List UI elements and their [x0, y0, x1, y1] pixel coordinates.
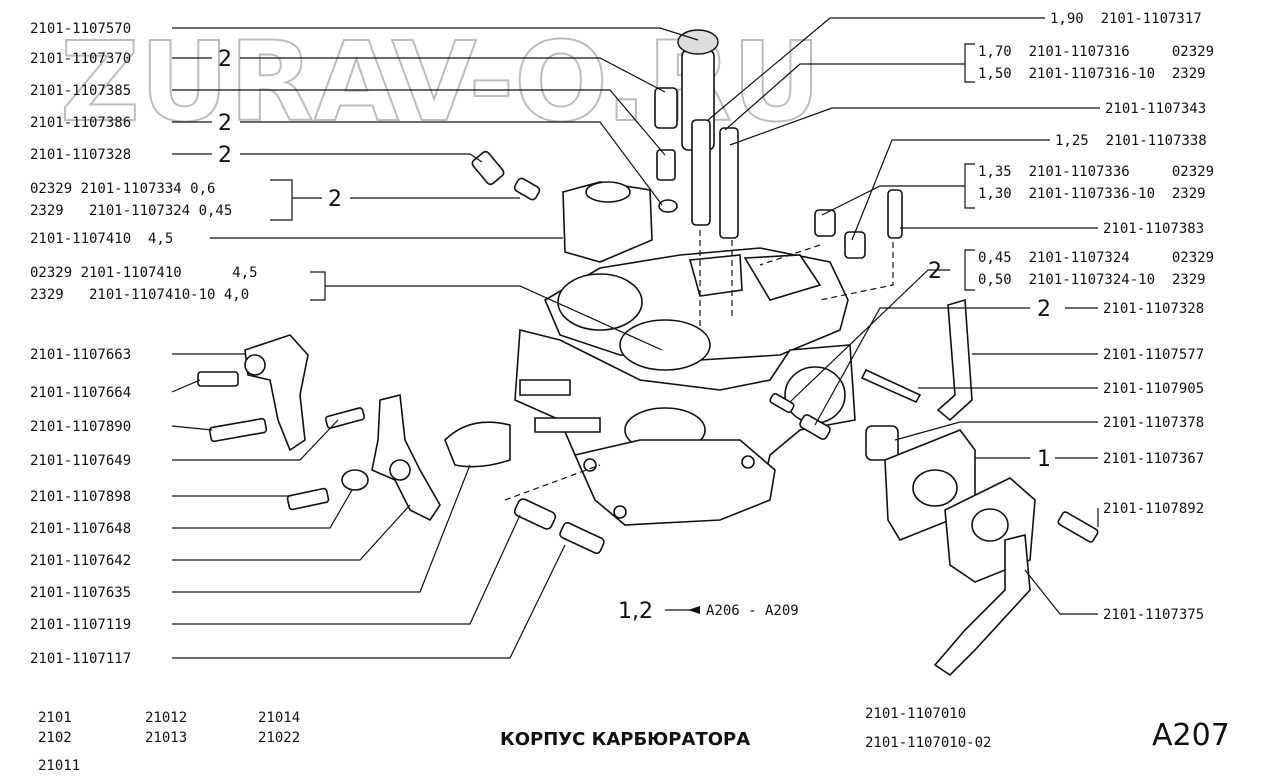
label-2101-1107905: 2101-1107905 [1103, 381, 1204, 397]
qty-number: 2 [928, 259, 942, 284]
label-2101-1107410-b: 02329 2101-1107410 4,5 [30, 265, 258, 281]
model-code: 21012 [145, 710, 187, 726]
label-2101-1107649: 2101-1107649 [30, 453, 131, 469]
model-list: 2101 21012 21014 2102 21013 21022 21011 [38, 710, 300, 774]
model-code: 21013 [145, 730, 187, 746]
assembly-number: 2101-1107010 [865, 706, 966, 722]
assembly-number: 2101-1107010-02 [865, 735, 991, 751]
page-code: A207 [1152, 718, 1230, 753]
label-2101-1107324-left: 2329 2101-1107324 0,45 [30, 203, 232, 219]
label-2101-1107338: 1,25 2101-1107338 [1055, 133, 1207, 149]
model-code: 21011 [38, 758, 80, 774]
label-2101-1107328-right: 2101-1107328 [1103, 301, 1204, 317]
qty-number: 2 [218, 47, 232, 72]
quantity-numbers: 2 2 2 2 2 2 1 [218, 47, 1051, 472]
label-2101-1107375: 2101-1107375 [1103, 607, 1204, 623]
label-2101-1107336: 1,35 2101-1107336 02329 [978, 164, 1214, 180]
label-2101-1107892: 2101-1107892 [1103, 501, 1204, 517]
label-2101-1107343: 2101-1107343 [1105, 101, 1206, 117]
label-2101-1107316: 1,70 2101-1107316 02329 [978, 44, 1214, 60]
arrow-right-icon [688, 606, 700, 614]
label-2101-1107898: 2101-1107898 [30, 489, 131, 505]
qty-number: 2 [328, 187, 342, 212]
right-labels: 1,90 2101-1107317 1,70 2101-1107316 0232… [978, 11, 1214, 623]
label-2101-1107570: 2101-1107570 [30, 21, 131, 37]
qty-number: 2 [218, 143, 232, 168]
label-2101-1107383: 2101-1107383 [1103, 221, 1204, 237]
label-2101-1107642: 2101-1107642 [30, 553, 131, 569]
label-2101-1107119: 2101-1107119 [30, 617, 131, 633]
label-2101-1107410-a: 2101-1107410 4,5 [30, 231, 173, 247]
label-2101-1107324-right: 0,45 2101-1107324 02329 [978, 250, 1214, 266]
label-2101-1107648: 2101-1107648 [30, 521, 131, 537]
label-2101-1107664: 2101-1107664 [30, 385, 131, 401]
label-2101-1107367: 2101-1107367 [1103, 451, 1204, 467]
qty-number: 2 [218, 111, 232, 136]
model-code: 2101 [38, 710, 72, 726]
label-2101-1107635: 2101-1107635 [30, 585, 131, 601]
ref-note-number: 1,2 [618, 599, 653, 624]
label-2101-1107370: 2101-1107370 [30, 51, 131, 67]
ref-note-text: A206 - A209 [706, 603, 799, 619]
label-2101-1107317: 1,90 2101-1107317 [1050, 11, 1202, 27]
label-2101-1107336-10: 1,30 2101-1107336-10 2329 [978, 186, 1206, 202]
label-2101-1107334: 02329 2101-1107334 0,6 [30, 181, 215, 197]
page-title: КОРПУС КАРБЮРАТОРА [500, 729, 750, 750]
label-2101-1107316-10: 1,50 2101-1107316-10 2329 [978, 66, 1206, 82]
parts-left [197, 334, 605, 555]
label-2101-1107324-10: 0,50 2101-1107324-10 2329 [978, 272, 1206, 288]
label-2101-1107663: 2101-1107663 [30, 347, 131, 363]
assembly-dash-lines [504, 230, 894, 501]
qty-number: 1 [1037, 447, 1051, 472]
qty-number: 2 [1037, 297, 1051, 322]
label-2101-1107890: 2101-1107890 [30, 419, 131, 435]
label-2101-1107410-10: 2329 2101-1107410-10 4,0 [30, 287, 249, 303]
assembly-numbers: 2101-1107010 2101-1107010-02 [865, 706, 991, 751]
model-code: 21022 [258, 730, 300, 746]
label-2101-1107385: 2101-1107385 [30, 83, 131, 99]
parts-top [471, 29, 903, 263]
label-2101-1107386: 2101-1107386 [30, 115, 131, 131]
model-code: 2102 [38, 730, 72, 746]
label-2101-1107577: 2101-1107577 [1103, 347, 1204, 363]
parts-right [769, 298, 1099, 677]
carburetor-body [514, 247, 856, 526]
model-code: 21014 [258, 710, 300, 726]
label-2101-1107378: 2101-1107378 [1103, 415, 1204, 431]
leader-lines [171, 17, 1100, 659]
left-labels: 2101-1107570 2101-1107370 2101-1107385 2… [30, 21, 258, 667]
reference-note: 1,2 A206 - A209 [618, 599, 799, 624]
label-2101-1107328-left: 2101-1107328 [30, 147, 131, 163]
label-2101-1107117: 2101-1107117 [30, 651, 131, 667]
